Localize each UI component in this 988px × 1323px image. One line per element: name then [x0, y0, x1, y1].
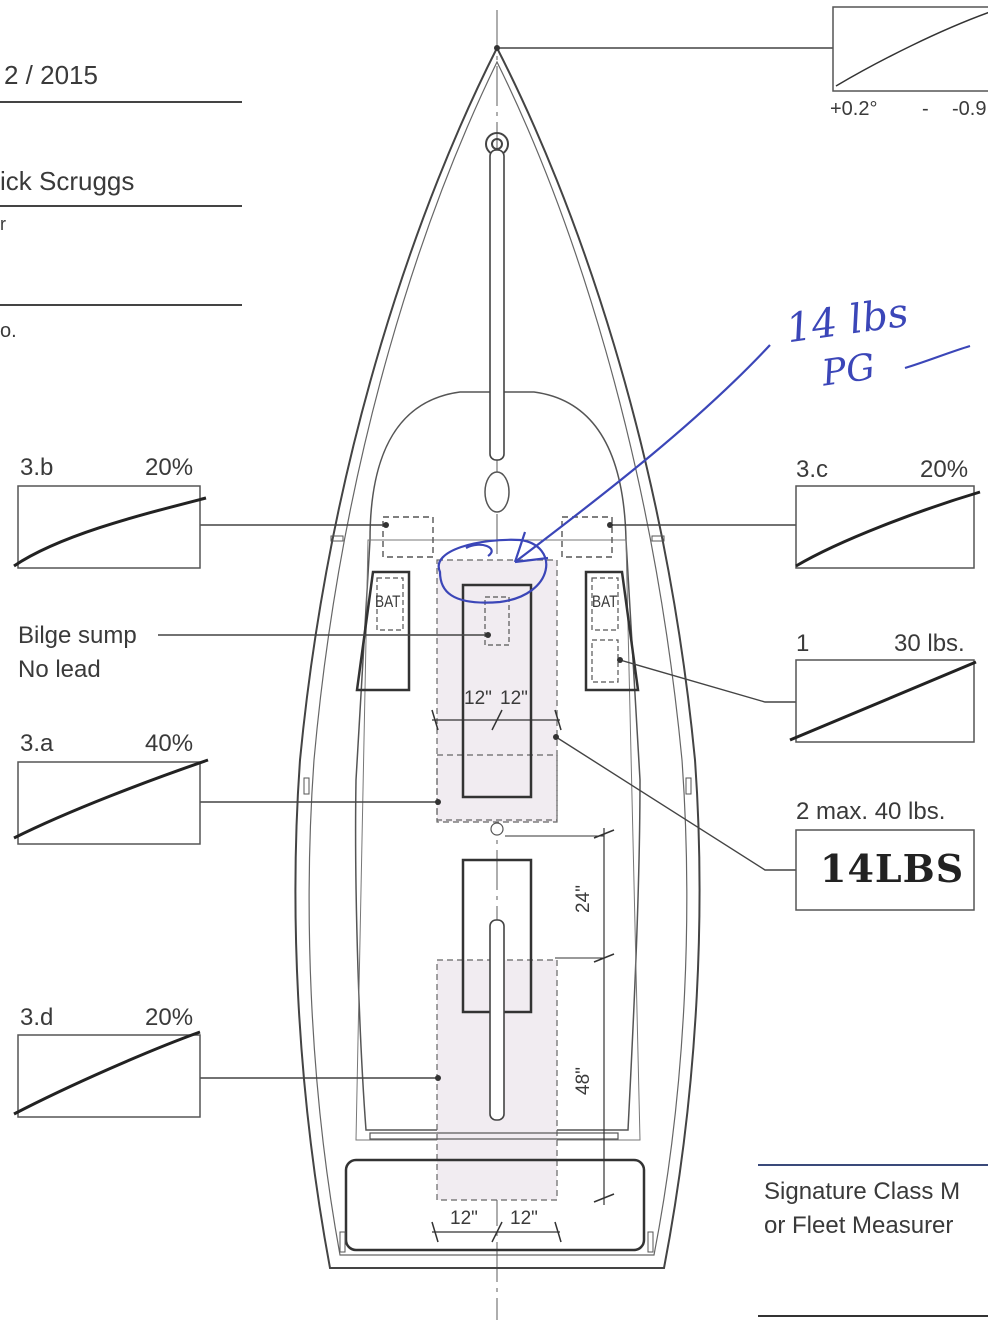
- dim-bottom-left: 12": [450, 1208, 478, 1229]
- mast: [489, 149, 505, 461]
- battery-label-right: BAT: [592, 592, 618, 611]
- dim-top-left: 12": [464, 688, 492, 709]
- dim-bottom-right: 12": [510, 1208, 538, 1229]
- gauge-3c-percent: 20%: [920, 456, 969, 483]
- centerboard-trunk: [461, 583, 533, 799]
- transom-seat: [344, 1158, 646, 1252]
- gauge-1-percent: 30 lbs.: [894, 630, 965, 657]
- fragment-o: o.: [0, 320, 17, 342]
- gauge-3a-label: 3.a: [20, 730, 54, 757]
- gauge-3d-label: 3.d: [20, 1004, 54, 1031]
- signature-line2: or Fleet Measurer: [764, 1212, 954, 1239]
- gauge-2-label: 2 max. 40 lbs.: [796, 798, 946, 825]
- dim-vertical-lower: 48": [572, 1067, 594, 1095]
- bilge-sump-label: Bilge sump: [18, 622, 137, 649]
- battery-label-left: BAT: [375, 592, 401, 611]
- hull-outline: [294, 45, 701, 1269]
- gauge-2-handwritten-value: 14LBS: [820, 846, 965, 891]
- gauge-3d-percent: 20%: [145, 1004, 194, 1031]
- owner-underline: [0, 205, 242, 207]
- top-gauge-range-right: -0.9: [952, 98, 987, 120]
- owner-name: ick Scruggs: [0, 166, 135, 196]
- pen-annotation: [437, 344, 971, 604]
- gauge-3b-percent: 20%: [145, 454, 194, 481]
- tiller: [489, 919, 505, 1121]
- date-underline: [0, 101, 242, 103]
- cabin-outline: [354, 391, 641, 1131]
- dim-vertical-upper: 24": [572, 885, 594, 913]
- signature-line1: Signature Class M: [764, 1178, 961, 1205]
- hull-inner-line: [308, 60, 688, 1256]
- gauge-3b-label: 3.b: [20, 454, 54, 481]
- mast-step: [484, 471, 510, 513]
- fragment-r: r: [0, 214, 6, 234]
- annotation-initials: PG: [819, 346, 878, 395]
- blank-underline: [0, 304, 242, 306]
- gauge-3a-percent: 40%: [145, 730, 194, 757]
- top-gauge-range-left: +0.2°: [830, 98, 878, 120]
- bilge-sump-box: [484, 596, 510, 646]
- gauge-1-label: 1: [796, 630, 810, 657]
- bilge-no-lead-label: No lead: [18, 656, 101, 683]
- top-gauge-range-dash: -: [922, 98, 929, 120]
- cockpit-well: [355, 539, 641, 1141]
- dim-top-right: 12": [500, 688, 528, 709]
- gauge-3c-label: 3.c: [796, 456, 829, 483]
- date-value: 2 / 2015: [4, 60, 98, 90]
